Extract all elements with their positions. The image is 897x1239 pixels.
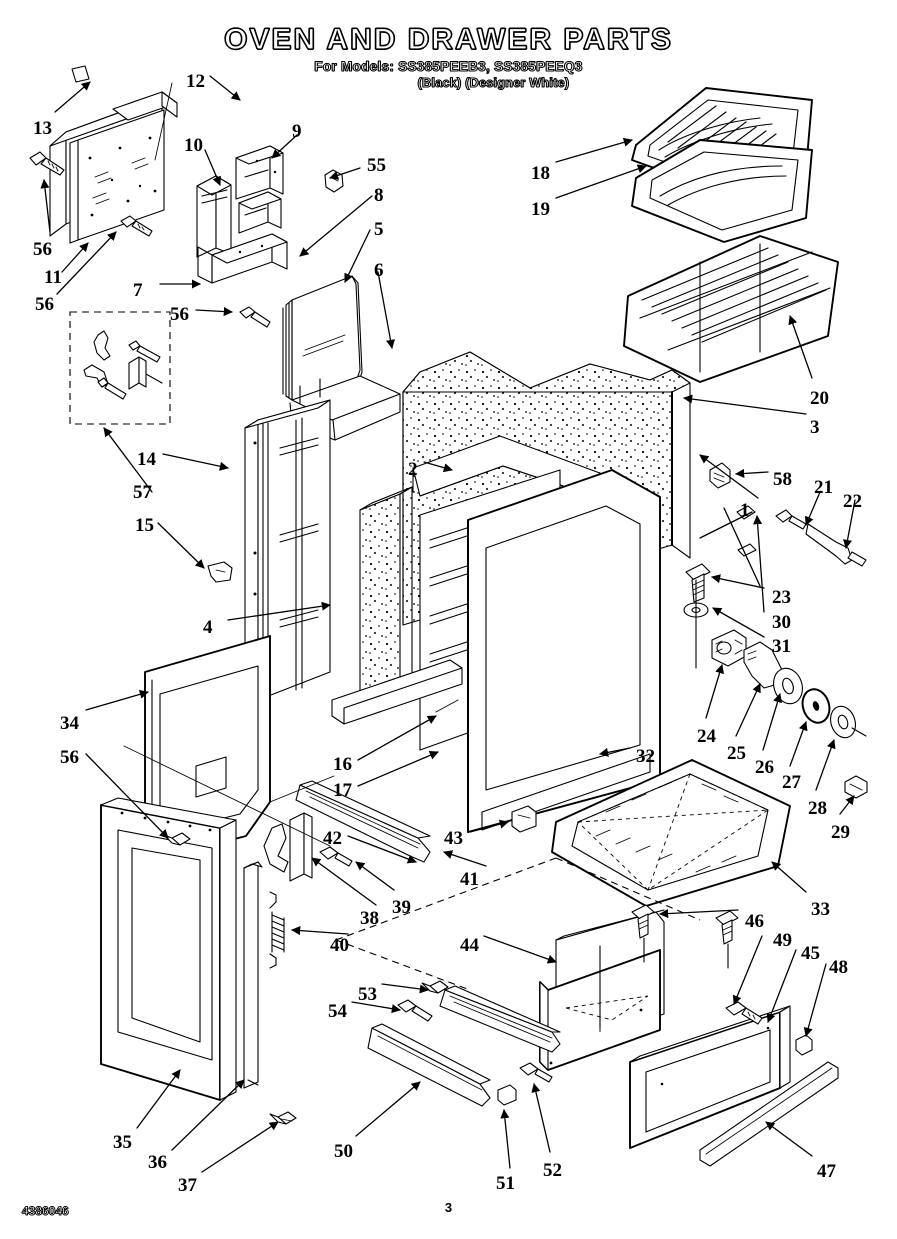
callout-rear-panel-shield: 5: [374, 219, 384, 240]
callout-broiler-pan: 19: [531, 199, 550, 220]
callout-screw-hinge: 39: [392, 897, 411, 918]
callout-drawer-bottom-rail: 50: [334, 1141, 353, 1162]
drawer-assembly: [368, 905, 738, 1106]
document-number: 4386046: [22, 1204, 70, 1219]
callout-screw: 56: [33, 239, 52, 260]
callout-screw: 56: [60, 747, 79, 768]
callout-washer: 31: [772, 636, 791, 657]
callout-cabinet-rear: 1: [740, 500, 750, 521]
callout-console-top-trim: 12: [186, 71, 205, 92]
oven-rack: [624, 236, 838, 382]
callout-door-inner-panel: 34: [60, 713, 79, 734]
callout-door-side-trim: 36: [148, 1152, 167, 1173]
callout-hardware-kit: 57: [133, 482, 152, 503]
callout-clip-drawer: 51: [496, 1173, 515, 1194]
callout-screw-drawer-front: 52: [543, 1160, 562, 1181]
callout-hinge-receiver: 43: [444, 828, 463, 849]
screw-icon: [398, 1000, 432, 1021]
callout-nut: 29: [831, 822, 850, 843]
callout-oven-bottom-panel: 33: [811, 899, 830, 920]
callout-hinge-pin: 41: [460, 869, 479, 890]
callout-door-spring: 40: [330, 935, 349, 956]
callout-drawer-slide: 17: [333, 780, 352, 801]
callout-bolt-drawer: 54: [328, 1001, 347, 1022]
page-number: 3: [444, 1200, 453, 1215]
leader-lines: [40, 76, 855, 1172]
color-subtitle: (Black) (Designer White): [417, 75, 570, 90]
callout-wire-clip: 58: [773, 469, 792, 490]
callout-knob-retainer: 55: [367, 155, 386, 176]
screw-icon: [716, 911, 738, 944]
callout-drawer-support-rail: 16: [333, 754, 352, 775]
door-inner-panel: [145, 636, 270, 862]
screw-icon: [320, 847, 352, 866]
right-hardware-cluster: [684, 463, 867, 798]
callout-door-catch: 15: [135, 515, 154, 536]
screw-icon: [240, 307, 270, 327]
callout-spacer-washer: 28: [808, 798, 827, 819]
callout-drawer-body: 44: [460, 935, 479, 956]
construction-lines: [124, 83, 700, 990]
callout-oven-rack: 20: [810, 388, 829, 409]
callout-flat-washer: 26: [755, 757, 774, 778]
callout-end-cap-left: 10: [184, 135, 203, 156]
screw-icon: [686, 564, 710, 602]
callout-hinge-bracket: 42: [323, 828, 342, 849]
callout-screw-drawer-front-panel: 49: [773, 930, 792, 951]
oven-cavity-wrapper: [360, 352, 690, 832]
drawer-rail-hinge-group: [264, 660, 536, 968]
spring-icon: [270, 892, 284, 968]
door-outer-panel: [101, 798, 296, 1124]
callout-heat-deflector: 6: [374, 260, 384, 281]
screw-icon: [632, 905, 654, 938]
title-block: OVEN AND DRAWER PARTS For Models: SS385P…: [0, 23, 897, 90]
hardware-kit-box: [70, 312, 170, 424]
callout-screw-bottom-panel: 46: [745, 911, 764, 932]
callout-leveling-leg: 25: [727, 743, 746, 764]
callout-clip-trim: 48: [829, 957, 848, 978]
drawer-front-group: [630, 1002, 838, 1166]
callout-side-panel: 4: [203, 617, 213, 638]
callout-oven-cavity-wrapper: 3: [810, 417, 820, 438]
callout-drawer-handle-trim: 47: [817, 1161, 836, 1182]
callout-leveling-leg-socket: 24: [697, 726, 716, 747]
callout-screw: 56: [170, 304, 189, 325]
callout-drawer-front-panel: 45: [801, 943, 820, 964]
callout-screw-door-trim: 37: [178, 1175, 197, 1196]
screw-icon: [270, 1112, 296, 1124]
callout-ground-wire: 21: [814, 477, 833, 498]
side-panel-group: [208, 400, 330, 700]
callout-terminal-screw: 22: [843, 491, 862, 512]
callout-door-outer-panel: 35: [113, 1132, 132, 1153]
callout-console-panel: 11: [44, 267, 62, 288]
callout-leveling-clip: 23: [772, 587, 791, 608]
callout-screw-drawer-slide: 53: [358, 984, 377, 1005]
callout-broiler-grid: 18: [531, 163, 550, 184]
callout-wheel: 27: [782, 772, 801, 793]
callout-screw: 56: [35, 294, 54, 315]
screw-icon: [726, 1002, 762, 1024]
callout-anti-tip-bracket-clip: 13: [33, 118, 52, 139]
control-panel-group: [30, 66, 270, 327]
broiler-pan-group: [632, 88, 812, 242]
screw-icon: [30, 152, 64, 175]
callout-oven-liner-top: 2: [408, 459, 418, 480]
model-subtitle: For Models: SS385PEEB3, SS385PEEQ3: [314, 58, 583, 74]
plain-leader-lines: [700, 508, 760, 586]
callout-screw-hex: 30: [772, 612, 791, 633]
callout-hinge-arm: 38: [360, 908, 379, 929]
screw-icon: [121, 216, 152, 236]
callout-side-trim-assembly: 14: [137, 449, 156, 470]
page-title: OVEN AND DRAWER PARTS: [224, 23, 673, 56]
endcap-transformer-group: [197, 146, 343, 283]
callout-lower-console-bracket: 7: [133, 280, 143, 301]
callout-oven-front-frame: 32: [636, 746, 655, 767]
callout-transformer-block: 9: [292, 121, 302, 142]
callout-bracket-rail: 8: [374, 185, 384, 206]
screw-icon: [520, 1063, 552, 1082]
